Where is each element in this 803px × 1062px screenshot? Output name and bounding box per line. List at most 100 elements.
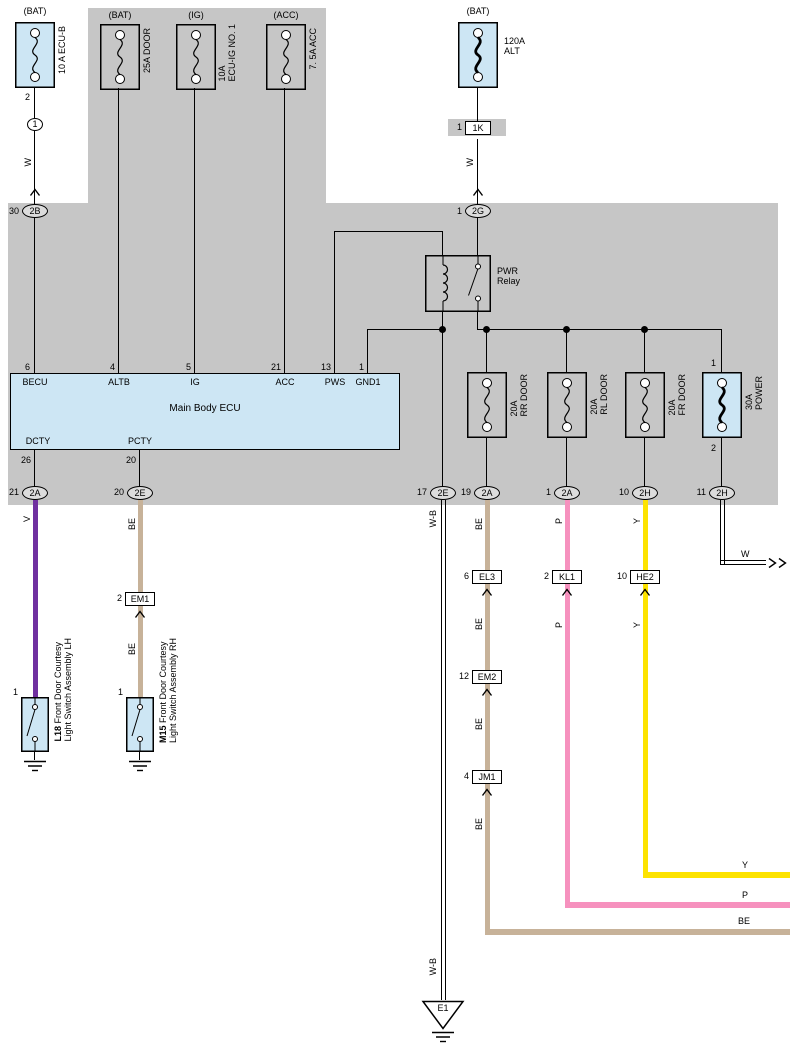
wire-label-be: BE bbox=[474, 518, 484, 531]
connector-2a: 2A bbox=[474, 486, 500, 500]
wire-label-p: P bbox=[554, 518, 564, 525]
pin-number: 11 bbox=[696, 487, 706, 497]
wire-label-v: V bbox=[22, 516, 32, 523]
connector-he2: HE2 bbox=[630, 570, 660, 584]
wire-label-y: Y bbox=[742, 860, 749, 870]
wire-segment bbox=[486, 438, 487, 486]
ecu-pin-label: GND1 bbox=[355, 377, 381, 387]
pin-number: 4 bbox=[109, 362, 115, 372]
wire-segment bbox=[367, 330, 368, 373]
ground-icon bbox=[129, 760, 151, 772]
wire-segment bbox=[118, 88, 119, 373]
wire-segment bbox=[367, 329, 443, 330]
wire-segment bbox=[139, 752, 140, 760]
wire-yellow-y-run bbox=[643, 872, 790, 878]
arrow-right-icon bbox=[768, 557, 777, 569]
pin-number: 1 bbox=[710, 358, 716, 368]
wire-label-be: BE bbox=[127, 518, 137, 531]
arrow-up-icon bbox=[481, 688, 493, 696]
arrow-up-icon bbox=[639, 588, 651, 596]
pin-number: 10 bbox=[618, 487, 629, 497]
connector-2h: 2H bbox=[632, 486, 658, 500]
connector-2a: 2A bbox=[554, 486, 580, 500]
pin-number: 21 bbox=[270, 362, 281, 372]
wire-wb-ground bbox=[441, 500, 446, 1000]
pin-number: 13 bbox=[320, 362, 331, 372]
junction-dot bbox=[641, 326, 648, 333]
wire-segment bbox=[566, 330, 567, 372]
wire-w bbox=[720, 500, 725, 565]
junction-dot bbox=[563, 326, 570, 333]
pin-number: 1 bbox=[456, 206, 462, 216]
pin-number: 6 bbox=[463, 571, 469, 581]
pin-number: 26 bbox=[20, 455, 31, 465]
arrow-up-icon bbox=[134, 610, 146, 618]
wire-segment bbox=[194, 88, 195, 373]
fuse-ecu-b bbox=[15, 22, 55, 88]
junction-dot bbox=[439, 326, 446, 333]
fuse-tag: (BAT) bbox=[23, 6, 47, 16]
pin-number: 6 bbox=[24, 362, 30, 372]
wire-segment bbox=[721, 330, 722, 372]
wire-pink-p-run bbox=[565, 902, 790, 908]
fuse-tag: (BAT) bbox=[108, 10, 132, 20]
fuse-name: 10 A ECU-B bbox=[57, 26, 67, 75]
wire-segment bbox=[477, 139, 478, 204]
wire-label-be: BE bbox=[474, 618, 484, 631]
switch-rh bbox=[126, 697, 154, 752]
wire-segment bbox=[486, 330, 487, 372]
ecu-pin-label: BECU bbox=[22, 377, 48, 387]
wire-label-y: Y bbox=[632, 518, 642, 525]
pin-number: 30 bbox=[8, 206, 19, 216]
pin-number: 10 bbox=[616, 571, 627, 581]
wire-label-be: BE bbox=[738, 916, 751, 926]
fuse-alt bbox=[458, 22, 498, 88]
connector-2h: 2H bbox=[709, 486, 735, 500]
pin-number: 1 bbox=[456, 122, 462, 132]
pin-number: 17 bbox=[416, 487, 427, 497]
connector-el3: EL3 bbox=[472, 570, 502, 584]
wire-segment bbox=[34, 88, 35, 118]
wire-segment bbox=[284, 88, 285, 373]
fuse-tag: (BAT) bbox=[466, 6, 490, 16]
wire-segment bbox=[477, 88, 478, 121]
wire-segment bbox=[644, 330, 645, 372]
ground-icon bbox=[24, 760, 46, 772]
switch-lh bbox=[21, 697, 49, 752]
ecu-title: Main Body ECU bbox=[169, 403, 241, 414]
wire-yellow-y bbox=[643, 500, 648, 570]
ecu-pin-label: ALTB bbox=[108, 377, 130, 387]
connector-2g: 2G bbox=[465, 204, 491, 218]
arrow-up-icon bbox=[29, 188, 41, 196]
wire-label-w: W bbox=[23, 158, 33, 167]
connector-em2: EM2 bbox=[472, 670, 502, 684]
ecu-pin-label: DCTY bbox=[25, 436, 51, 446]
wire-segment bbox=[34, 450, 35, 486]
wire-beige-be bbox=[485, 500, 490, 570]
pin-number: 5 bbox=[185, 362, 191, 372]
wire-segment bbox=[442, 232, 443, 255]
wire-yellow-y bbox=[643, 584, 648, 878]
wire-segment bbox=[34, 131, 35, 204]
pin-number: 20 bbox=[125, 455, 136, 465]
ecu-pin-label: PWS bbox=[324, 377, 346, 387]
wire-w-run bbox=[720, 560, 766, 565]
pin-number: 1 bbox=[545, 487, 551, 497]
arrow-up-icon bbox=[481, 788, 493, 796]
arrow-up-icon bbox=[561, 588, 573, 596]
wire-beige-be bbox=[485, 684, 490, 770]
ground-point-e1-triangle bbox=[421, 1000, 465, 1030]
ecu-pin-label: ACC bbox=[275, 377, 295, 387]
pin-number: 19 bbox=[460, 487, 471, 497]
splice-connector: 1 bbox=[27, 118, 43, 131]
fuse-door bbox=[100, 24, 140, 90]
wire-segment bbox=[566, 438, 567, 486]
connector-kl1: KL1 bbox=[552, 570, 582, 584]
wire-segment bbox=[721, 438, 722, 486]
